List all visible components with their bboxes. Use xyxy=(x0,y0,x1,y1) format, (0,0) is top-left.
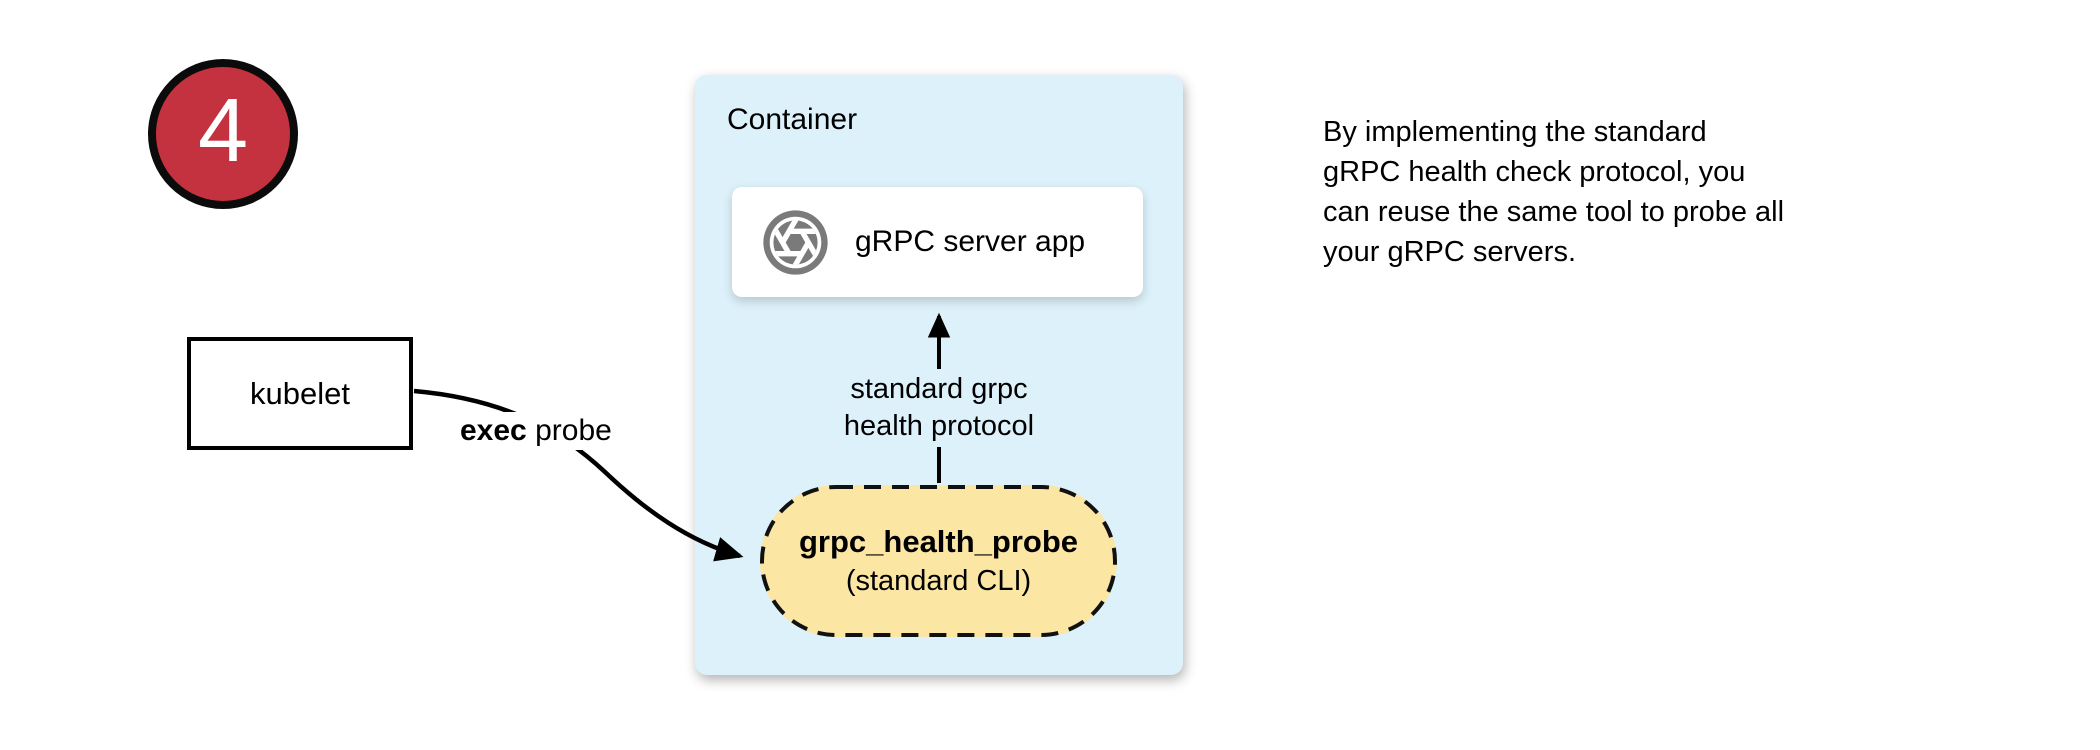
protocol-arrow-label: standard grpc health protocol xyxy=(833,369,1045,447)
step-number: 4 xyxy=(197,81,249,181)
container-node: Container gRPC server app xyxy=(695,75,1183,675)
aperture-icon xyxy=(763,209,828,275)
pill-dashed-border xyxy=(760,485,1117,637)
probe-pill-subtitle: (standard CLI) xyxy=(845,565,1032,597)
grpc-server-app-label: gRPC server app xyxy=(855,225,1086,258)
grpc-server-app-node: gRPC server app xyxy=(732,187,1143,297)
step-badge: 4 xyxy=(148,59,298,209)
container-title: Container xyxy=(727,103,858,136)
kubelet-node: kubelet xyxy=(187,337,413,450)
grpc-health-probe-node: grpc_health_probe (standard CLI) xyxy=(760,485,1117,637)
side-note: By implementing the standard gRPC health… xyxy=(1323,116,1785,268)
exec-probe-label: exec probe xyxy=(452,412,620,450)
probe-pill-title: grpc_health_probe xyxy=(798,524,1079,559)
exec-probe-label-rest: probe xyxy=(526,414,612,447)
kubelet-label: kubelet xyxy=(250,375,350,411)
exec-probe-label-bold: exec xyxy=(460,414,527,447)
